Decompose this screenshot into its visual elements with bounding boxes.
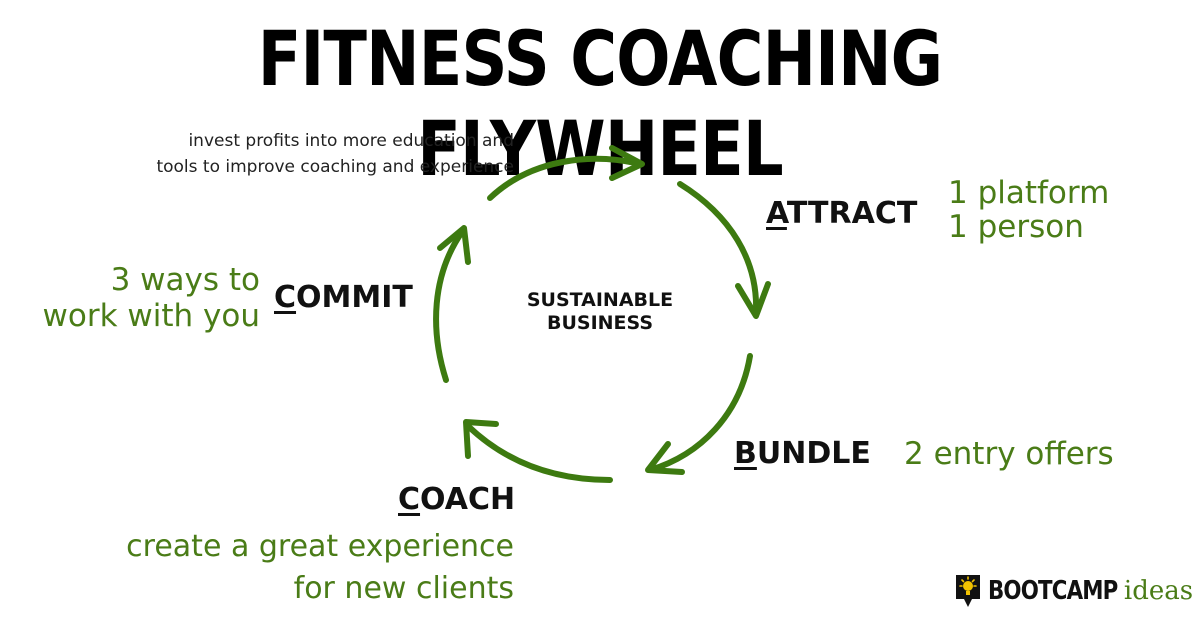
top-note: invest profits into more education and t… — [94, 128, 514, 180]
logo-text-ideas: ideas — [1123, 576, 1194, 606]
arrow-left — [433, 229, 465, 383]
arrow-bottom — [465, 423, 613, 483]
center-label: SUSTAINABLE BUSINESS — [500, 289, 700, 335]
top-note-line-1: invest profits into more education and — [188, 131, 514, 151]
arrow-top-head — [609, 145, 645, 181]
center-label-line-2: BUSINESS — [546, 312, 654, 334]
arrow-left-head — [437, 225, 471, 265]
stage-commit-rest: OMMIT — [296, 280, 413, 315]
stage-bundle-initial: B — [734, 436, 757, 471]
bundle-detail: 2 entry offers — [904, 436, 1114, 472]
commit-detail: 3 ways to work with you — [43, 262, 260, 334]
lightbulb-icon — [956, 575, 980, 607]
commit-detail-line-2: work with you — [42, 298, 260, 334]
coach-detail-line-2: for new clients — [293, 571, 514, 606]
top-note-line-2: tools to improve coaching and experience — [156, 157, 514, 177]
attract-detail-line-1: 1 platform — [948, 175, 1110, 211]
arrow-right-head — [735, 281, 771, 319]
stage-coach: COACH — [398, 482, 515, 517]
stage-attract: ATTRACT — [766, 196, 917, 231]
coach-detail: create a great experience for new client… — [126, 526, 514, 610]
attract-detail: 1 platform 1 person — [948, 176, 1109, 244]
center-label-line-1: SUSTAINABLE — [526, 289, 674, 311]
stage-bundle: BUNDLE — [734, 436, 871, 471]
commit-detail-line-1: 3 ways to — [110, 262, 260, 298]
stage-commit: COMMIT — [274, 280, 413, 315]
stage-bundle-rest: UNDLE — [756, 436, 871, 471]
stage-attract-initial: A — [766, 196, 787, 231]
arrow-bottom-head — [463, 419, 499, 459]
stage-attract-rest: TTRACT — [786, 196, 918, 231]
arrow-bottom-right — [647, 353, 753, 473]
stage-coach-initial: C — [398, 482, 421, 517]
logo-text-bootcamp: BOOTCAMP — [988, 576, 1118, 606]
stage-commit-initial: C — [274, 280, 297, 315]
arrow-top — [487, 155, 643, 201]
arrow-right — [677, 181, 760, 315]
attract-detail-line-2: 1 person — [948, 209, 1084, 245]
coach-detail-line-1: create a great experience — [126, 529, 514, 564]
bundle-detail-line-1: 2 entry offers — [904, 436, 1114, 472]
arrow-bottom-right-head — [645, 441, 685, 475]
stage-coach-rest: OACH — [420, 482, 516, 517]
page-title: FITNESS COACHING FLYWHEEL — [257, 14, 943, 193]
